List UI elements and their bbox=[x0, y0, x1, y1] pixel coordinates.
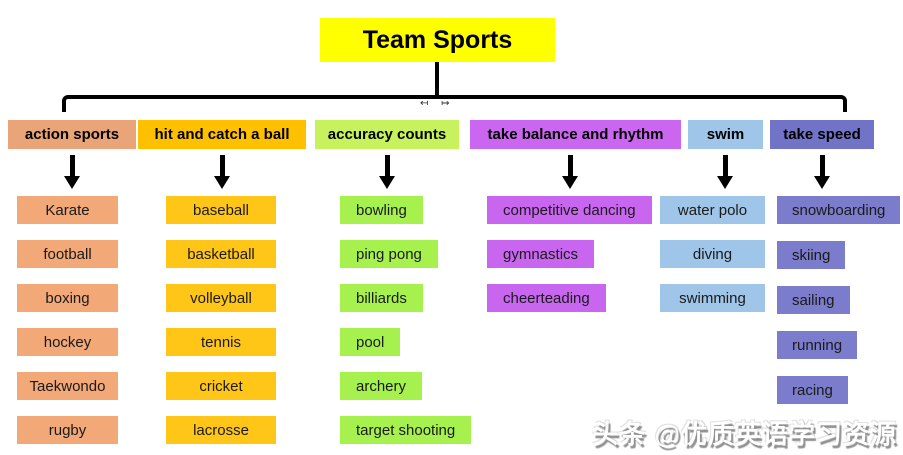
sport-items-list: bowling ping pong billiards pool archery targ… bbox=[340, 196, 472, 444]
sport-item: Taekwondo bbox=[17, 372, 118, 400]
down-arrow-icon bbox=[214, 155, 230, 189]
sport-item: baseball bbox=[166, 196, 276, 224]
category-header-action-sports: action sports bbox=[8, 120, 136, 149]
sport-item: water polo bbox=[660, 196, 765, 224]
sport-item: sailing bbox=[777, 286, 850, 314]
sport-items-list: water polo diving swimming bbox=[660, 196, 765, 312]
sport-item: hockey bbox=[17, 328, 118, 356]
sport-item: diving bbox=[660, 240, 765, 268]
sport-item: snowboarding bbox=[777, 196, 901, 224]
sport-item: gymnastics bbox=[487, 240, 595, 268]
down-arrow-icon bbox=[562, 155, 578, 189]
sport-items-list: baseball basketball volleyball tennis cricke… bbox=[166, 196, 276, 444]
down-arrow-icon bbox=[64, 155, 80, 189]
sport-item: billiards bbox=[340, 284, 423, 312]
sport-item: boxing bbox=[17, 284, 118, 312]
sport-item: target shooting bbox=[340, 416, 472, 444]
sport-item: skiing bbox=[777, 241, 846, 269]
sport-items-list: competitive dancing gymnastics cheerteadin… bbox=[487, 196, 652, 312]
down-arrow-icon bbox=[379, 155, 395, 189]
connector-stem-line bbox=[435, 62, 439, 97]
sport-item: competitive dancing bbox=[487, 196, 652, 224]
connector-tick-marks: ↤ ↦ bbox=[420, 98, 455, 109]
sport-item: running bbox=[777, 331, 858, 359]
sport-item: archery bbox=[340, 372, 423, 400]
category-header-accuracy-counts: accuracy counts bbox=[315, 120, 459, 149]
category-header-take-speed: take speed bbox=[770, 120, 874, 149]
sport-item: racing bbox=[777, 376, 848, 404]
sport-items-list: snowboarding skiing sailing running racing bbox=[777, 196, 901, 404]
sport-item: bowling bbox=[340, 196, 423, 224]
sport-item: cheerteading bbox=[487, 284, 606, 312]
category-header-swim: swim bbox=[688, 120, 763, 149]
sport-item: rugby bbox=[17, 416, 118, 444]
sport-item: Karate bbox=[17, 196, 118, 224]
category-header-hit-and-catch-a-ball: hit and catch a ball bbox=[138, 120, 306, 149]
sport-item: volleyball bbox=[166, 284, 276, 312]
sport-item: cricket bbox=[166, 372, 276, 400]
sport-item: football bbox=[17, 240, 118, 268]
sport-item: tennis bbox=[166, 328, 276, 356]
sport-item: swimming bbox=[660, 284, 765, 312]
sport-item: ping pong bbox=[340, 240, 438, 268]
sport-item: lacrosse bbox=[166, 416, 276, 444]
page-title: Team Sports bbox=[320, 18, 555, 62]
watermark-text: 头条 @优质英语学习资源 bbox=[592, 419, 897, 449]
down-arrow-icon bbox=[717, 155, 733, 189]
sport-item: basketball bbox=[166, 240, 276, 268]
bracket-connector-line bbox=[62, 95, 847, 112]
category-header-take-balance-and-rhythm: take balance and rhythm bbox=[470, 120, 681, 149]
sport-item: pool bbox=[340, 328, 401, 356]
down-arrow-icon bbox=[814, 155, 830, 189]
